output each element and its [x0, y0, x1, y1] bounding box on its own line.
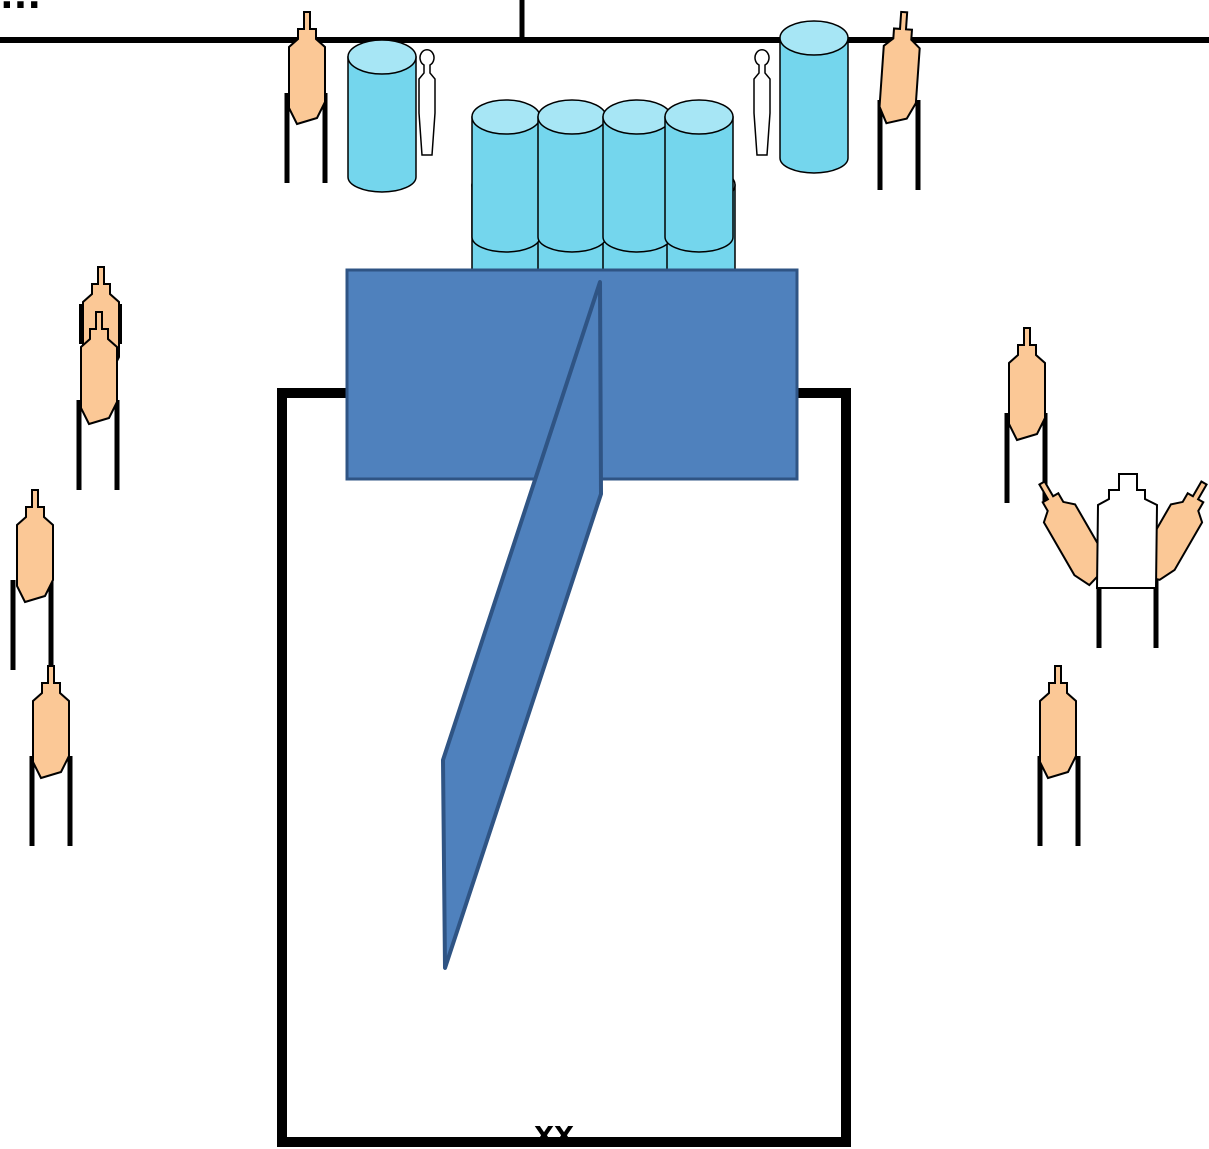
target-left-middle [13, 489, 54, 670]
angled-wall [441, 280, 603, 970]
target-left-bottom [32, 665, 70, 846]
target-right-upper [1007, 327, 1045, 503]
target-right-lower [1040, 665, 1078, 846]
target-left-stacked [79, 266, 122, 490]
no-shoot-right [1095, 473, 1159, 589]
no-shoot-top-left [418, 49, 436, 156]
header-text: ... [0, 0, 41, 17]
no-shoot-top-right [753, 49, 771, 156]
shooting-box [277, 388, 851, 1147]
target-right-cluster [1025, 473, 1209, 648]
barrel-right [779, 20, 849, 174]
start-marker: XX [534, 1122, 574, 1149]
barrel-left [347, 39, 417, 193]
